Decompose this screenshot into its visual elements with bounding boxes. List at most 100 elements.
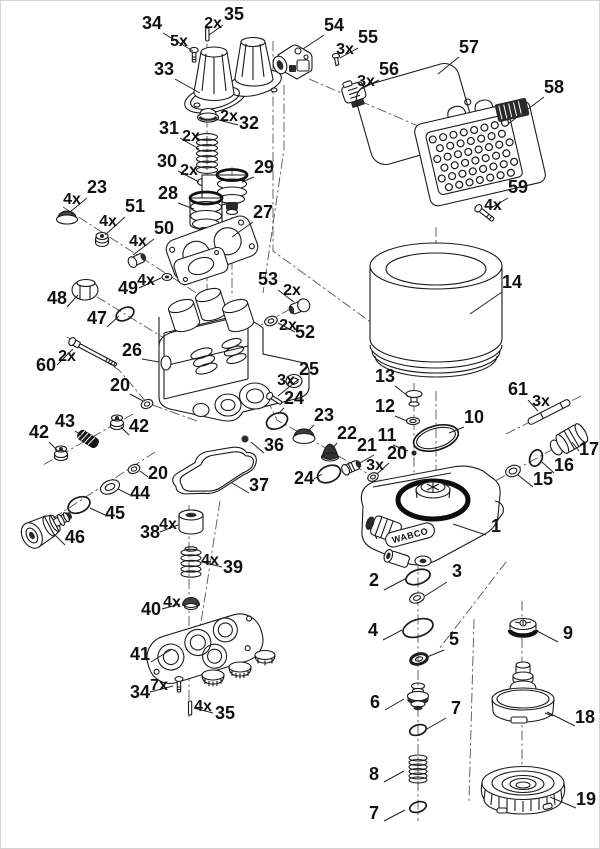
callout-31: 31 bbox=[159, 118, 179, 138]
callout-18: 18 bbox=[575, 707, 595, 727]
callout-1: 1 bbox=[491, 516, 501, 536]
part-48-plug bbox=[71, 278, 99, 301]
leader-line-42 bbox=[48, 441, 58, 451]
leader-line-20 bbox=[139, 470, 149, 478]
part-41-bottom-cover bbox=[146, 613, 276, 687]
part-58-ecu-cover bbox=[414, 97, 546, 207]
callout-20: 20 bbox=[110, 375, 130, 395]
callout-9: 9 bbox=[563, 623, 573, 643]
callout-29: 29 bbox=[254, 157, 274, 177]
part-7-oring-upper bbox=[408, 723, 428, 737]
part-42-fitting-right bbox=[109, 414, 125, 431]
callout-36: 36 bbox=[264, 435, 284, 455]
callout-26: 26 bbox=[122, 340, 142, 360]
leader-line-15 bbox=[517, 474, 534, 488]
leader-line-35 bbox=[208, 24, 224, 36]
leader-line-60 bbox=[56, 348, 74, 366]
leader-line-3 bbox=[424, 581, 448, 597]
part-20-ring-mid bbox=[127, 463, 141, 475]
callout-59: 59 bbox=[508, 177, 528, 197]
part-35-pin-bottom bbox=[187, 700, 193, 716]
part-1-base-housing: WABCO bbox=[360, 465, 504, 568]
part-2-oring bbox=[405, 568, 431, 586]
part-21-fitting bbox=[341, 460, 362, 476]
part-17-fitting bbox=[549, 423, 589, 456]
part-9-cap bbox=[507, 617, 539, 638]
leader-line-55 bbox=[339, 47, 359, 59]
part-44-cup-seal bbox=[99, 479, 121, 495]
callout-24: 24 bbox=[284, 388, 304, 408]
callout-13: 13 bbox=[375, 366, 395, 386]
leader-line-25 bbox=[277, 378, 300, 397]
callout-54: 54 bbox=[324, 15, 344, 35]
callout-6: 6 bbox=[370, 692, 380, 712]
qty-label-40: 4x bbox=[163, 594, 181, 611]
callout-34: 34 bbox=[142, 13, 162, 33]
qty-label-34: 5x bbox=[170, 33, 188, 50]
assembly-axis bbox=[62, 206, 216, 306]
callout-52: 52 bbox=[295, 322, 315, 342]
callout-2: 2 bbox=[369, 570, 379, 590]
qty-label-56: 3x bbox=[357, 73, 375, 90]
part-14-desiccant-cartridge bbox=[369, 242, 503, 378]
leader-line-28 bbox=[177, 202, 195, 210]
leader-line-5 bbox=[426, 649, 445, 658]
leader-line-9 bbox=[536, 630, 559, 643]
part-33-cover bbox=[184, 36, 282, 114]
qty-label-39: 4x bbox=[201, 552, 219, 569]
callout-16: 16 bbox=[554, 455, 574, 475]
callout-11: 11 bbox=[377, 425, 396, 445]
part-25-screw bbox=[266, 391, 283, 405]
leader-line-16 bbox=[541, 461, 555, 474]
callout-30: 30 bbox=[157, 151, 177, 171]
callout-38: 38 bbox=[140, 522, 160, 542]
callout-40: 40 bbox=[141, 599, 161, 619]
callout-22: 22 bbox=[337, 423, 357, 443]
leader-line-53 bbox=[277, 289, 295, 303]
leader-line-45 bbox=[89, 507, 106, 516]
leader-line-22 bbox=[331, 442, 338, 450]
part-6-valve-fitting bbox=[406, 682, 430, 711]
callout-42: 42 bbox=[129, 416, 149, 436]
leader-line-46 bbox=[53, 533, 66, 546]
part-18-silencer bbox=[491, 661, 555, 724]
callout-23: 23 bbox=[314, 405, 334, 425]
callout-49: 49 bbox=[118, 278, 138, 298]
callout-24: 24 bbox=[294, 468, 314, 488]
leader-line-49 bbox=[138, 277, 162, 289]
callout-17: 17 bbox=[579, 439, 599, 459]
leader-line-35 bbox=[193, 707, 214, 714]
assembly-axis bbox=[66, 336, 198, 422]
leader-line-44 bbox=[117, 488, 131, 496]
callout-15: 15 bbox=[533, 469, 553, 489]
part-42-fitting-left bbox=[53, 445, 69, 462]
leader-line-34 bbox=[149, 685, 174, 693]
part-32-cap bbox=[196, 108, 220, 123]
part-59-screw bbox=[474, 204, 495, 222]
callout-56: 56 bbox=[379, 59, 399, 79]
leader-line-7 bbox=[426, 717, 447, 730]
qty-label-49: 4x bbox=[137, 272, 155, 289]
qty-label-50: 4x bbox=[129, 233, 147, 250]
callout-28: 28 bbox=[158, 183, 178, 203]
part-5-seal bbox=[409, 652, 429, 666]
callout-51: 51 bbox=[125, 196, 145, 216]
part-24-oring-a bbox=[265, 411, 289, 431]
part-37-gasket bbox=[172, 446, 257, 495]
qty-label-25: 3x bbox=[277, 372, 295, 389]
part-23-cap-right bbox=[292, 428, 316, 445]
callout-7: 7 bbox=[369, 803, 379, 823]
assembly-axis bbox=[468, 618, 475, 802]
callout-3: 3 bbox=[452, 561, 462, 581]
qty-label-38: 4x bbox=[159, 516, 177, 533]
leader-line-50 bbox=[132, 238, 155, 256]
part-38-piston-cup bbox=[178, 509, 204, 535]
callout-55: 55 bbox=[358, 27, 378, 47]
leader-line-30 bbox=[177, 170, 200, 183]
part-4-oring bbox=[402, 617, 434, 639]
callout-35: 35 bbox=[224, 4, 244, 24]
qty-label-52: 2x bbox=[279, 317, 297, 334]
leader-line-20 bbox=[129, 393, 144, 402]
callout-39: 39 bbox=[223, 557, 243, 577]
